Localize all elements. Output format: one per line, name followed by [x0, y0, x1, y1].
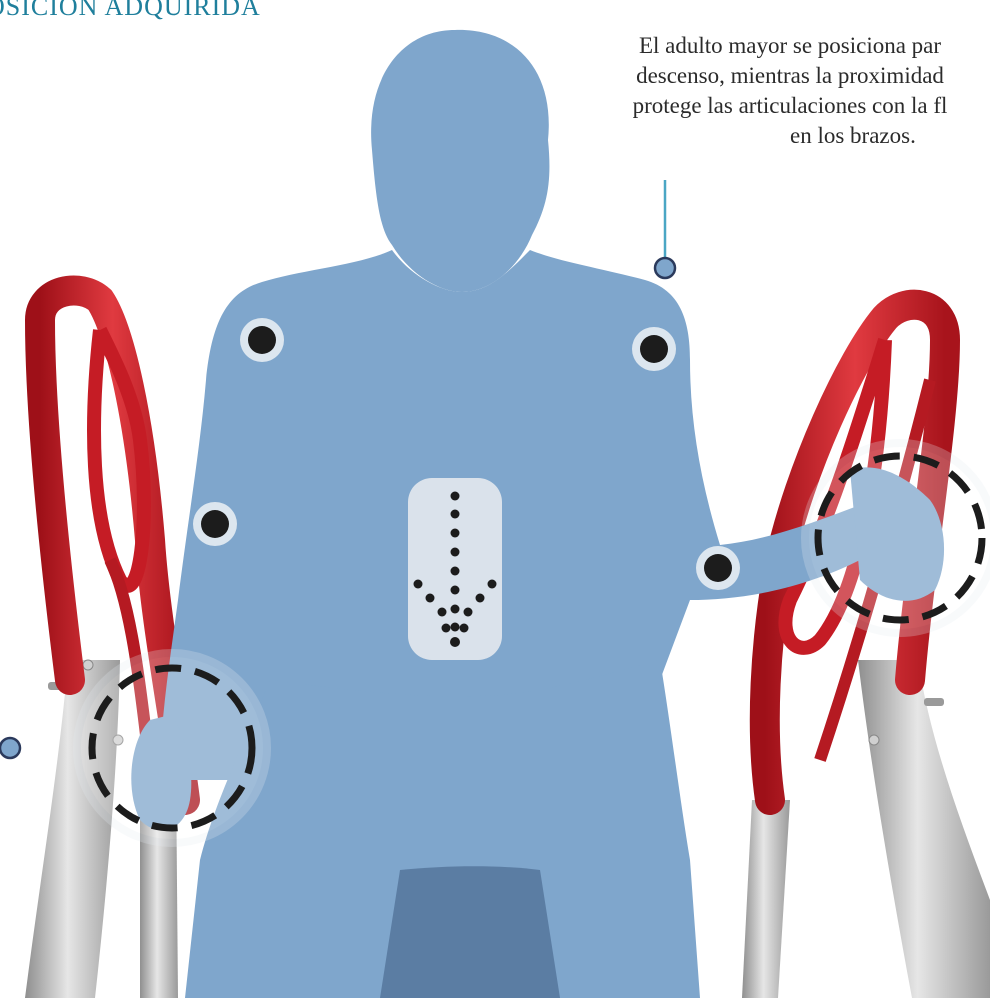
- walker-right: [742, 289, 990, 998]
- annotation-text: El adulto mayor se posiciona par descens…: [560, 31, 990, 151]
- annotation-line: El adulto mayor se posiciona par: [638, 33, 942, 58]
- walker-left-frame: [24, 275, 200, 815]
- annotation-line: en los brazos.: [790, 123, 916, 148]
- annotation-line: protege las articulaciones con la fl: [632, 93, 948, 118]
- annotation-line: descenso, mientras la proximidad: [636, 63, 944, 88]
- figure-head: [371, 29, 550, 292]
- joint-marker-icon: [240, 318, 284, 362]
- figure-left-hand: [131, 715, 192, 831]
- figure-torso: [160, 250, 860, 780]
- dashed-circle-grip-icon: [801, 439, 990, 637]
- joint-markers: [193, 318, 740, 590]
- annotation-pointer-left: [0, 736, 22, 760]
- annotation-pointer: [653, 180, 677, 280]
- figure-pants: [185, 660, 700, 998]
- walker-right-frame: [749, 289, 961, 815]
- joint-marker-icon: [193, 502, 237, 546]
- figure-silhouette: [131, 29, 945, 998]
- joint-marker-icon: [696, 546, 740, 590]
- dashed-circle-grip-icon: [73, 649, 271, 847]
- figure-right-hand: [850, 467, 945, 601]
- joint-marker-icon: [632, 327, 676, 371]
- page-title: OSICIÓN ADQUIRIDA: [0, 0, 261, 21]
- walker-right-leg-inner: [742, 800, 790, 998]
- walker-left-frame-inner: [87, 326, 151, 593]
- walker-right-leg: [858, 660, 990, 998]
- walker-left-leg: [25, 660, 120, 998]
- arrow-down-dotted-icon: [408, 478, 502, 660]
- walker-left: [24, 275, 200, 998]
